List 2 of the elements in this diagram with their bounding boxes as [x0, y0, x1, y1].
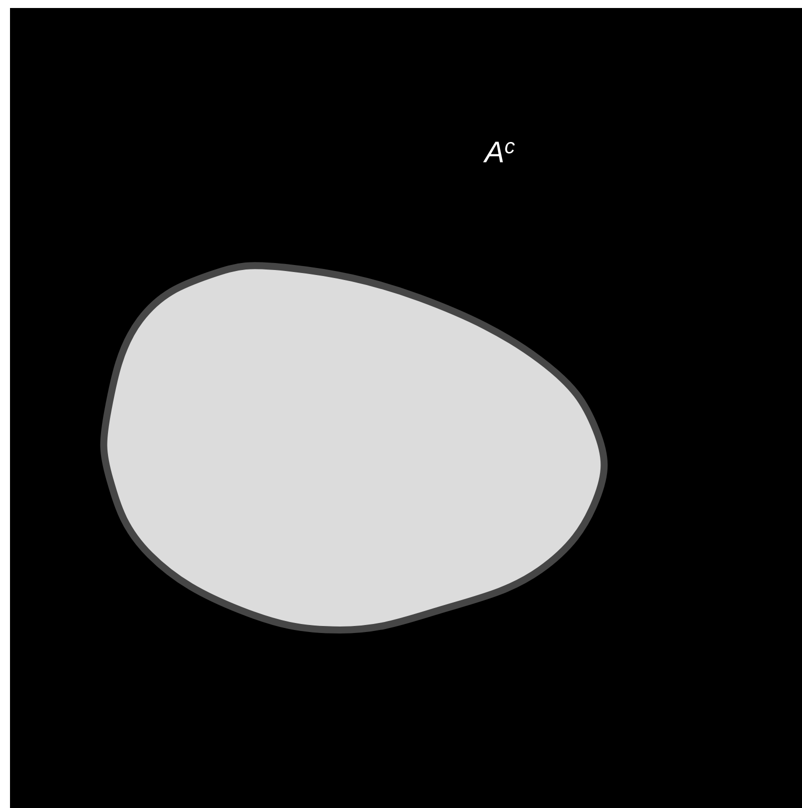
set-label: A$^{c}$ [483, 142, 515, 162]
set-region [100, 262, 608, 634]
